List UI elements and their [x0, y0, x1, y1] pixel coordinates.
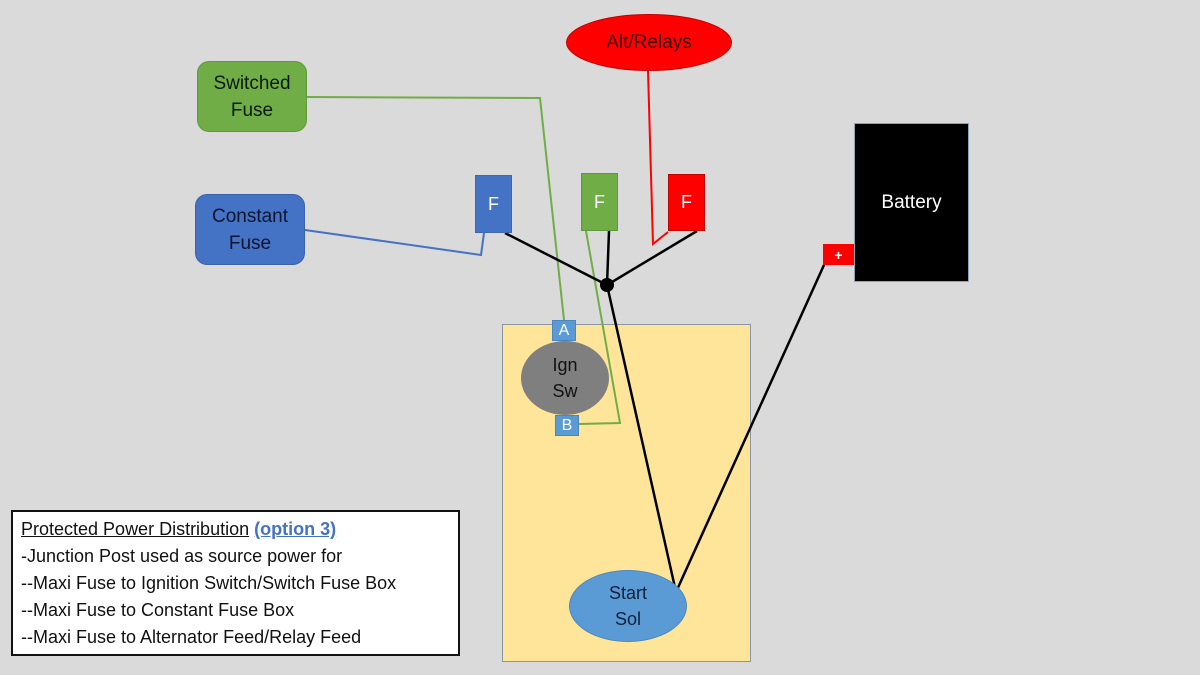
legend-title-row: Protected Power Distribution (option 3) [21, 516, 450, 543]
wire-red-fuse-to-junction [606, 229, 698, 287]
wire-green-fuse-to-ign-b [578, 230, 622, 425]
wire-blue-fuse-to-junction [504, 231, 608, 287]
terminal-b-label: B [561, 416, 573, 434]
ign-sw-line2: Sw [552, 381, 578, 401]
battery-positive-terminal: + [823, 244, 854, 265]
legend-box: Protected Power Distribution (option 3) … [11, 510, 460, 656]
legend-line: -Junction Post used as source power for [21, 546, 343, 566]
wire-alt-relays-to-red-fuse [647, 70, 669, 247]
alt-relays-node: Alt/Relays [566, 14, 732, 71]
legend-line: --Maxi Fuse to Alternator Feed/Relay Fee… [21, 627, 362, 647]
fuse-label: F [488, 193, 499, 214]
junction-post [600, 278, 614, 292]
constant-fuse-line1: Constant [211, 205, 289, 227]
start-sol-line2: Sol [614, 609, 641, 629]
ign-terminal-a: A [552, 320, 576, 341]
battery-label: Battery [881, 191, 942, 213]
legend-title: Protected Power Distribution [21, 519, 250, 539]
wire-battery-to-start-sol [674, 264, 826, 593]
wire-constant-fuse-to-blue-fuse [304, 229, 485, 257]
maxi-fuse-constant: F [475, 175, 512, 233]
fuse-label: F [594, 191, 605, 212]
switched-fuse-line2: Fuse [230, 99, 274, 121]
constant-fuse-line2: Fuse [228, 232, 272, 254]
fuse-label: F [681, 192, 692, 212]
legend-option: (option 3) [254, 519, 337, 539]
wire-switched-fuse-to-ign-a [306, 96, 565, 321]
maxi-fuse-switched: F [581, 173, 618, 231]
maxi-fuse-alt-relays: F [668, 174, 705, 231]
terminal-a-label: A [558, 321, 570, 339]
legend-line: --Maxi Fuse to Constant Fuse Box [21, 600, 295, 620]
battery: Battery [854, 123, 969, 282]
ign-sw-line1: Ign [552, 355, 578, 375]
switched-fuse-line1: Switched [213, 72, 291, 94]
plus-icon: + [834, 246, 843, 263]
wire-junction-to-start-sol [605, 284, 678, 593]
ign-terminal-b: B [555, 415, 579, 436]
legend-line: --Maxi Fuse to Ignition Switch/Switch Fu… [21, 573, 397, 593]
alt-relays-label: Alt/Relays [606, 31, 692, 53]
start-sol-line1: Start [608, 583, 647, 603]
wire-green-fuse-to-junction [605, 230, 611, 286]
